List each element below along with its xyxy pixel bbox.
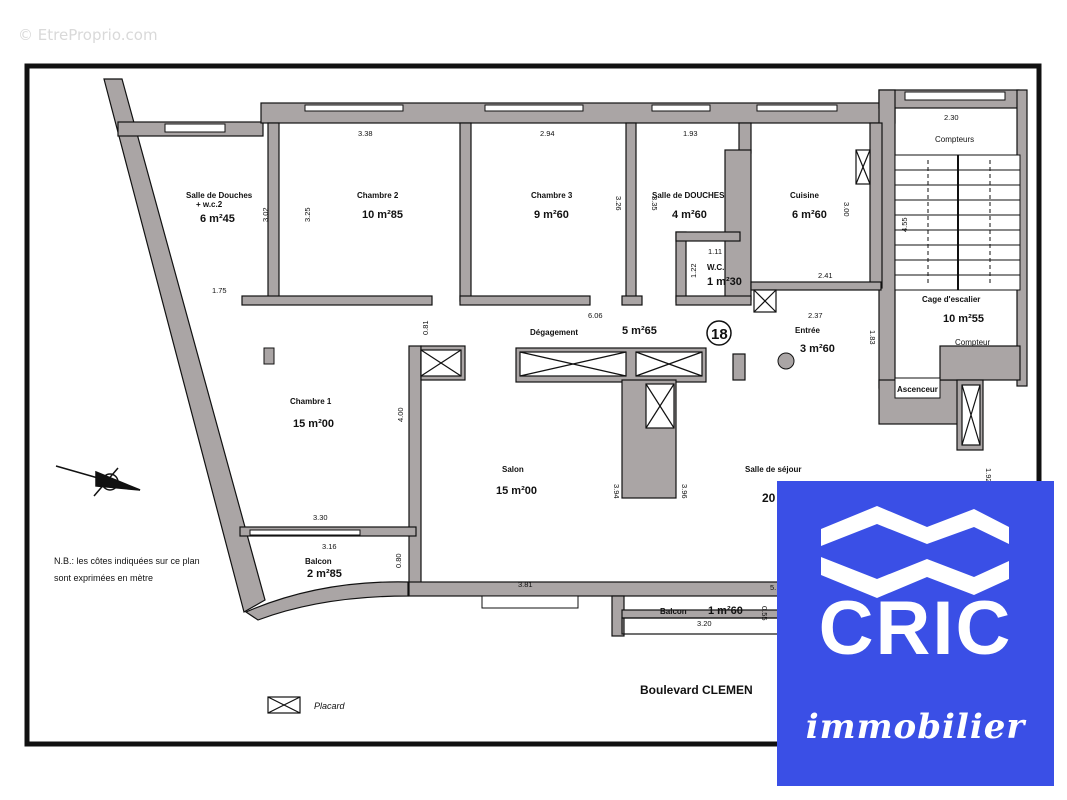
compteurs-label: Compteurs bbox=[935, 135, 974, 144]
chimney-duct bbox=[263, 347, 275, 365]
room-name-balcon1: Balcon bbox=[305, 557, 332, 566]
windows bbox=[164, 91, 1006, 609]
room-area-escalier: 10 m²55 bbox=[943, 313, 984, 325]
dim: 1.93 bbox=[683, 129, 698, 138]
dimensions: 3.38 2.94 1.93 2.30 1.11 2.41 1.75 6.06 … bbox=[212, 113, 993, 628]
dim: 3.26 bbox=[614, 196, 623, 211]
room-name2-sdd2: + w.c.2 bbox=[196, 200, 223, 209]
logo-subtitle-text: immobilier bbox=[805, 707, 1026, 747]
room-name-sdd: Salle de DOUCHES bbox=[652, 191, 725, 200]
dim: 3.25 bbox=[303, 207, 312, 222]
room-name-wc: W.C. bbox=[707, 263, 724, 272]
dim: 2.41 bbox=[818, 271, 833, 280]
dim: 3.20 bbox=[697, 619, 712, 628]
dim: 3.81 bbox=[518, 580, 533, 589]
dim: 1.75 bbox=[212, 286, 227, 295]
north-arrow bbox=[55, 465, 141, 497]
room-name-ch1: Chambre 1 bbox=[290, 397, 332, 406]
dim: 1.22 bbox=[689, 263, 698, 278]
note-line-1: N.B.: les côtes indiquées sur ce plan bbox=[54, 556, 200, 566]
company-logo: CRIC immobilier bbox=[777, 481, 1054, 786]
dim: 0.55 bbox=[760, 606, 769, 621]
street-name: Boulevard CLEMEN bbox=[640, 683, 753, 697]
room-area-sdd: 4 m²60 bbox=[672, 209, 707, 221]
dim: 0.80 bbox=[394, 553, 403, 568]
room-area-ch1: 15 m²00 bbox=[293, 418, 334, 430]
watermark: © EtreProprio.com bbox=[18, 26, 158, 44]
dim: 4.55 bbox=[900, 217, 909, 232]
dim: 3.00 bbox=[842, 202, 851, 217]
dim: 1.83 bbox=[868, 330, 877, 345]
dim: 0.81 bbox=[421, 320, 430, 335]
note-line-2: sont exprimées en mètre bbox=[54, 573, 153, 583]
dim: 3.35 bbox=[650, 196, 659, 211]
room-area-sdd2: 6 m²45 bbox=[200, 213, 235, 225]
room-area-ch2: 10 m²85 bbox=[362, 209, 403, 221]
ascenseur-label: Ascenceur bbox=[897, 385, 938, 394]
room-area-degagement: 5 m²65 bbox=[622, 325, 657, 337]
plan-frame bbox=[24, 63, 1042, 747]
room-area-cuisine: 6 m²60 bbox=[792, 209, 827, 221]
room-area-sejour: 20 bbox=[762, 491, 776, 505]
room-name-degagement: Dégagement bbox=[530, 328, 578, 337]
room-name-ch3: Chambre 3 bbox=[531, 191, 573, 200]
room-area-ch3: 9 m²60 bbox=[534, 209, 569, 221]
staircase bbox=[894, 154, 1021, 291]
room-area-salon: 15 m²00 bbox=[496, 485, 537, 497]
room-name-salon: Salon bbox=[502, 465, 524, 474]
dim: 2.94 bbox=[540, 129, 555, 138]
placards bbox=[267, 149, 981, 714]
logo-brand-text: CRIC bbox=[818, 586, 1013, 671]
room-area-entree: 3 m²60 bbox=[800, 343, 835, 355]
ascenseur-box bbox=[894, 377, 941, 399]
dim: 3.94 bbox=[612, 484, 621, 499]
roof-logo-icon bbox=[821, 506, 1009, 598]
room-name-sejour: Salle de séjour bbox=[745, 465, 801, 474]
room-name-cuisine: Cuisine bbox=[790, 191, 819, 200]
dim: 6.06 bbox=[588, 311, 603, 320]
dim: 2.37 bbox=[808, 311, 823, 320]
room-name-sdd2: Salle de Douches bbox=[186, 191, 253, 200]
room-name-escalier: Cage d'escalier bbox=[922, 295, 980, 304]
dim: 2.30 bbox=[944, 113, 959, 122]
dim: 3.38 bbox=[358, 129, 373, 138]
balconies bbox=[244, 581, 781, 635]
room-name-entree: Entrée bbox=[795, 326, 820, 335]
compteur-label: Compteur bbox=[955, 338, 990, 347]
room-area-balcon1: 2 m²85 bbox=[307, 568, 342, 580]
apartment-number: 18 bbox=[711, 326, 728, 343]
dim: 1.92 bbox=[984, 468, 993, 483]
dim: 3.02 bbox=[261, 207, 270, 222]
room-area-wc: 1 m²30 bbox=[707, 276, 742, 288]
dim: 3.96 bbox=[680, 484, 689, 499]
legend-placard-label: Placard bbox=[314, 701, 346, 711]
dim: 1.11 bbox=[708, 247, 722, 256]
dim: 3.16 bbox=[322, 542, 337, 551]
room-labels: Salle de Douches + w.c.2 6 m²45 Chambre … bbox=[186, 135, 990, 617]
dim: 4.00 bbox=[396, 407, 405, 422]
room-area-balcon2: 1 m²60 bbox=[708, 605, 743, 617]
room-name-ch2: Chambre 2 bbox=[357, 191, 399, 200]
dim: 3.30 bbox=[313, 513, 328, 522]
column-symbol bbox=[777, 352, 795, 370]
apartment-number-circle bbox=[706, 320, 732, 346]
room-name-balcon2: Balcon bbox=[660, 607, 687, 616]
dim: 5. bbox=[770, 583, 776, 592]
